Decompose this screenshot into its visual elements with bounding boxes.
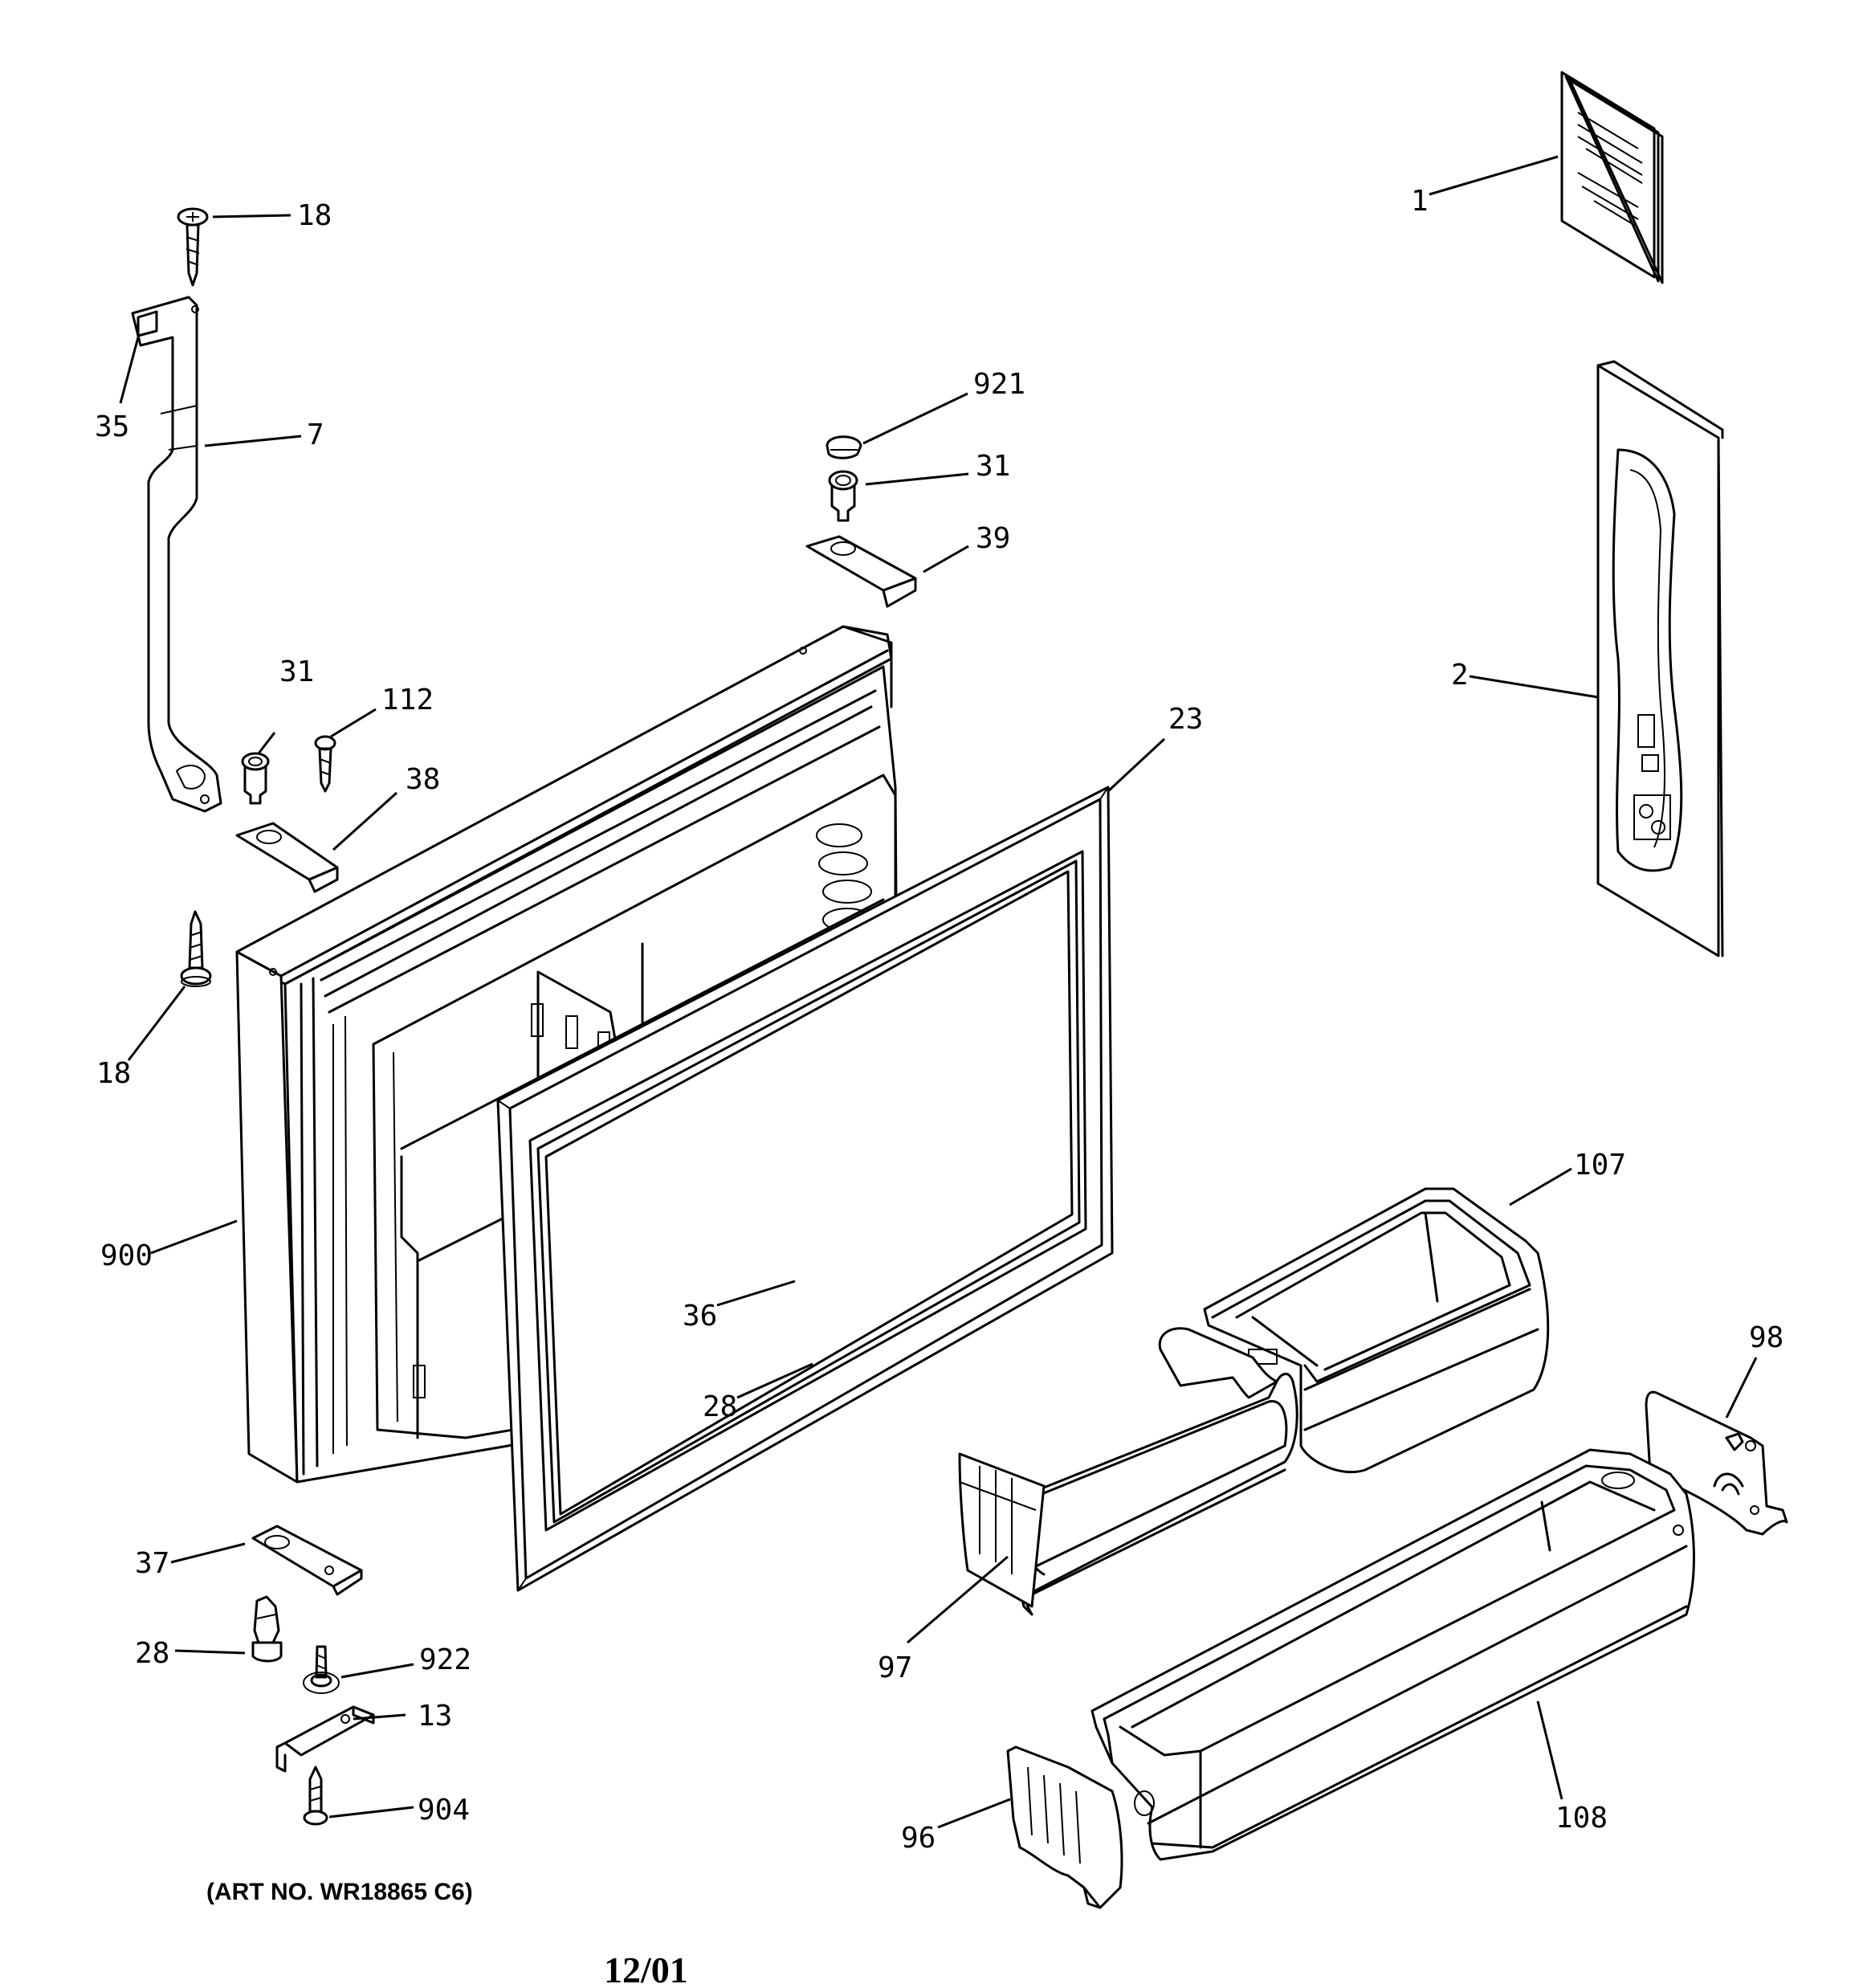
- callout-904: 904: [418, 1794, 470, 1827]
- callout-112: 112: [381, 684, 434, 716]
- part-13-hinge-icon: [275, 1705, 375, 1773]
- callout-108: 108: [1555, 1802, 1608, 1835]
- callout-31-right: 31: [976, 450, 1010, 483]
- callout-37: 37: [135, 1547, 169, 1580]
- part-904-screw-icon: [303, 1766, 328, 1826]
- callout-31-left: 31: [279, 655, 314, 688]
- part-97-bin-icon: [958, 1327, 1298, 1616]
- callout-900: 900: [100, 1239, 153, 1272]
- leader-lines: [119, 155, 1758, 1829]
- part-96-end-cap-icon: [1006, 1745, 1123, 1909]
- part-98-end-cap-icon: [1645, 1390, 1788, 1536]
- part-107-bin-icon: [1203, 1187, 1550, 1474]
- callout-39: 39: [976, 522, 1010, 555]
- callout-28-center: 28: [703, 1390, 737, 1423]
- part-108-bin-icon: [1090, 1448, 1695, 1861]
- part-7-hinge-bar-icon: [131, 296, 222, 813]
- callout-38: 38: [406, 763, 440, 796]
- part-28-door-stop-left-icon: [251, 1595, 283, 1663]
- callout-107: 107: [1574, 1149, 1626, 1182]
- part-2-door-panel-icon: [1596, 360, 1724, 957]
- part-18-screw-mid-icon: [180, 910, 212, 987]
- callout-36: 36: [683, 1300, 717, 1333]
- revision-date: 12/01: [604, 1949, 688, 1988]
- callout-97: 97: [878, 1651, 912, 1684]
- callout-23: 23: [1168, 703, 1203, 736]
- callout-2: 2: [1451, 659, 1469, 692]
- callout-98: 98: [1749, 1321, 1784, 1354]
- part-23-gasket-icon: [496, 786, 1114, 1592]
- callout-35: 35: [95, 410, 129, 443]
- part-922-screw-washer-icon: [303, 1645, 340, 1694]
- callout-13: 13: [418, 1700, 452, 1733]
- part-921-plug-icon: [826, 435, 862, 459]
- callout-18-top: 18: [297, 199, 332, 232]
- callout-7: 7: [307, 418, 324, 451]
- callout-28-left: 28: [135, 1637, 169, 1670]
- part-1-booklet-icon: [1560, 71, 1664, 284]
- part-38-bracket-icon: [235, 822, 339, 893]
- part-31-bushing-right-icon: [828, 470, 858, 522]
- callout-921: 921: [973, 368, 1025, 401]
- art-number: (ART NO. WR18865 C6): [206, 1879, 473, 1905]
- part-31-bushing-left-icon: [241, 752, 270, 805]
- callout-18-mid: 18: [96, 1057, 131, 1090]
- part-35-label-icon: [137, 310, 158, 337]
- callout-922: 922: [419, 1643, 471, 1676]
- callout-1: 1: [1411, 185, 1429, 218]
- part-37-bracket-icon: [251, 1525, 363, 1596]
- callout-labels: 1 2 7 13 18 18 23 28 28 31 31 35 36 37 3…: [95, 185, 1784, 1855]
- callout-96: 96: [901, 1822, 936, 1855]
- part-112-screw-icon: [314, 735, 336, 793]
- part-39-bracket-icon: [805, 535, 917, 608]
- part-18-screw-top-icon: [177, 207, 209, 287]
